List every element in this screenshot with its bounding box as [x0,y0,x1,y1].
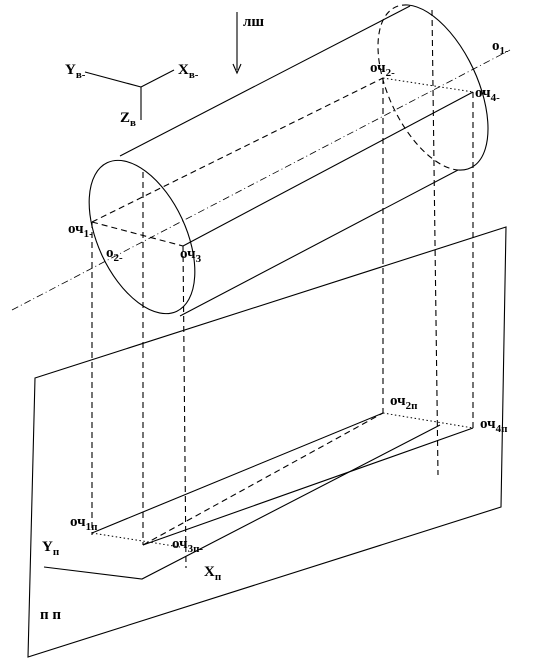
hidden-lines [91,77,474,247]
projection-plane [27,226,507,658]
label-p1p: оч1п [70,514,98,533]
cylinder-axis [11,49,511,311]
cylinder [88,4,489,317]
plane-axes [43,424,441,580]
axis-system [84,69,175,120]
label-p4p: оч4п [480,416,508,435]
label-o1: о1- [492,38,509,57]
label-p4: оч4- [475,85,500,104]
label-x-axis: Xв- [178,62,199,81]
label-view-dir: лш [243,14,264,30]
label-xp: Xп [204,564,222,583]
label-p1: оч1- [68,221,93,240]
label-yp: Yп [42,539,60,558]
label-plane: п п [40,607,61,623]
label-p3p: оч3п- [172,536,203,555]
label-z-axis: Zв [120,110,136,129]
cylinder-projection [91,412,474,548]
projection-lines [91,9,474,569]
label-p3: оч3 [180,246,202,265]
label-p2: оч2- [370,60,395,79]
label-y-axis: Yв- [65,62,86,81]
view-arrow [232,12,242,75]
label-p2p: оч2п [390,393,418,412]
label-o2: о2- [106,245,123,264]
